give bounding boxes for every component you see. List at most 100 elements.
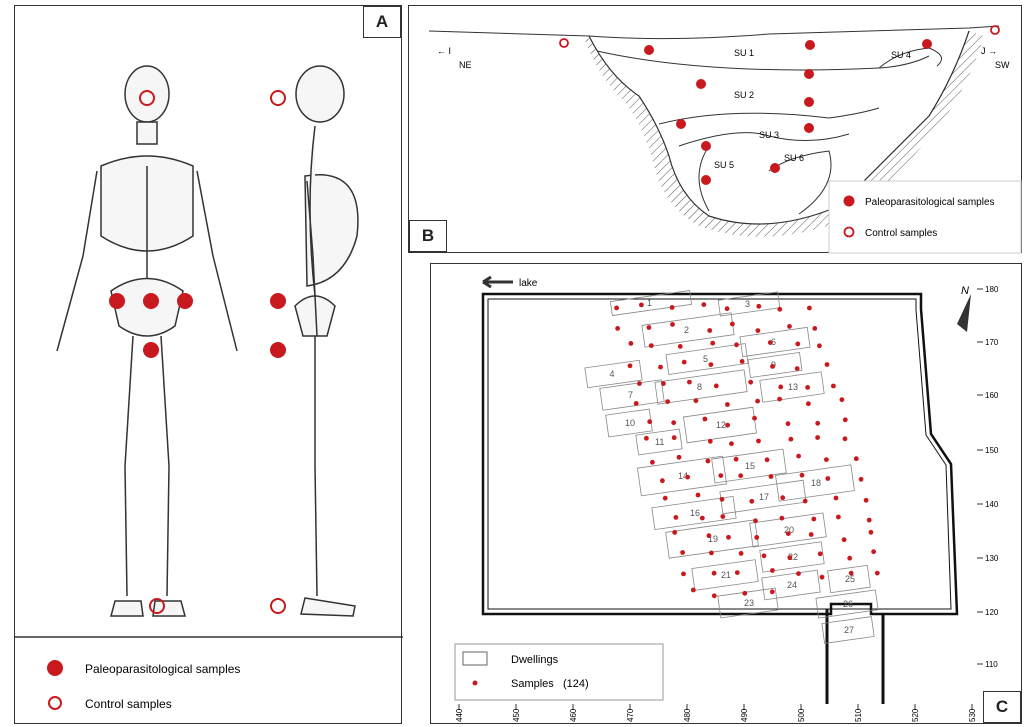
sample-point <box>682 360 687 365</box>
sample-point <box>700 516 705 521</box>
sample-point <box>820 575 825 580</box>
sample-point <box>817 343 822 348</box>
sample-point <box>672 530 677 535</box>
sample-point <box>729 441 734 446</box>
sample-point <box>670 305 675 310</box>
sample-point <box>796 454 801 459</box>
dwelling-label: 27 <box>844 625 854 635</box>
su3-label: SU 3 <box>759 130 779 140</box>
sample-point <box>614 306 619 311</box>
sample-point <box>707 328 712 333</box>
sample-point <box>720 497 725 502</box>
legend-paleo-label: Paleoparasitological samples <box>865 197 995 208</box>
sample-point <box>647 419 652 424</box>
sample-point <box>800 473 805 478</box>
sample-point <box>811 517 816 522</box>
lake-label: lake <box>519 278 538 289</box>
sample-point <box>840 397 845 402</box>
paleo-sample <box>676 119 686 129</box>
sample-point <box>615 326 620 331</box>
paleo-sample <box>701 175 711 185</box>
sample-point <box>770 589 775 594</box>
x-tick-label: 500 <box>797 708 806 722</box>
y-tick-label: 120 <box>985 608 999 617</box>
sample-point <box>755 399 760 404</box>
sample-point <box>650 460 655 465</box>
legend-control-symbol <box>49 697 61 709</box>
left-direction: NE <box>459 60 472 70</box>
sample-point <box>786 421 791 426</box>
sample-point <box>869 530 874 535</box>
sample-point <box>752 416 757 421</box>
sample-point <box>777 397 782 402</box>
sample-point <box>639 303 644 308</box>
sample-point <box>712 593 717 598</box>
legend-control-label: Control samples <box>85 697 172 711</box>
sample-point <box>753 518 758 523</box>
north-arrow-icon <box>957 294 971 332</box>
su2-label: SU 2 <box>734 90 754 100</box>
sample-point <box>824 457 829 462</box>
ground-surface <box>429 26 999 39</box>
paleo-sample <box>109 293 125 309</box>
x-tick-label: 460 <box>569 708 578 722</box>
sample-point <box>754 535 759 540</box>
legend-dwellings-label: Dwellings <box>511 654 559 666</box>
dwelling-label: 3 <box>745 299 750 309</box>
sample-point <box>637 381 642 386</box>
sample-point <box>678 344 683 349</box>
dwelling-label: 11 <box>655 437 664 447</box>
control-sample-side-feet <box>271 599 285 613</box>
sample-point <box>805 385 810 390</box>
control-sample-left <box>560 39 568 47</box>
y-tick-label: 160 <box>985 391 999 400</box>
sample-point <box>780 516 785 521</box>
y-tick-label: 150 <box>985 446 999 455</box>
paleo-sample <box>804 97 814 107</box>
x-tick-label: 450 <box>512 708 521 722</box>
sample-point <box>661 381 666 386</box>
dwelling-label: 15 <box>745 461 755 471</box>
x-tick-label: 490 <box>740 708 749 722</box>
paleo-sample <box>270 293 286 309</box>
panel-b-letter: B <box>409 220 447 252</box>
su1-label: SU 1 <box>734 48 754 58</box>
panel-c-plan: 440450460470480490500510520530 180170160… <box>430 263 1022 724</box>
skeleton-figure: Paleoparasitological samples Control sam… <box>15 6 403 725</box>
paleo-sample <box>177 293 193 309</box>
sample-point <box>807 306 812 311</box>
sample-point <box>725 423 730 428</box>
skeleton-side <box>295 66 358 616</box>
sample-point <box>871 549 876 554</box>
su2-boundary <box>659 108 879 124</box>
sample-point <box>734 342 739 347</box>
sample-point <box>726 535 731 540</box>
sample-point <box>765 457 770 462</box>
sample-point <box>634 401 639 406</box>
right-direction: SW <box>995 60 1010 70</box>
right-marker: J → <box>981 46 997 56</box>
sample-point <box>694 398 699 403</box>
control-sample-side-head <box>271 91 285 105</box>
paleo-sample <box>270 342 286 358</box>
sample-point <box>748 380 753 385</box>
legend-paleo-label: Paleoparasitological samples <box>85 662 240 676</box>
sample-point <box>663 496 668 501</box>
lake-arrow-icon <box>483 277 513 287</box>
sample-point <box>795 366 800 371</box>
dwelling-label: 23 <box>744 598 754 608</box>
sample-point <box>756 328 761 333</box>
dwelling-label: 25 <box>845 574 855 584</box>
sample-point <box>712 571 717 576</box>
x-tick-label: 440 <box>455 708 464 722</box>
dwelling-label: 5 <box>703 354 708 364</box>
sample-point <box>815 435 820 440</box>
excavation-boundary-inner <box>488 299 951 609</box>
x-tick-label: 520 <box>911 708 920 722</box>
sample-point <box>756 439 761 444</box>
dwelling-label: 13 <box>788 382 798 392</box>
paleo-sample <box>696 79 706 89</box>
sample-point <box>786 531 791 536</box>
sample-point <box>658 365 663 370</box>
